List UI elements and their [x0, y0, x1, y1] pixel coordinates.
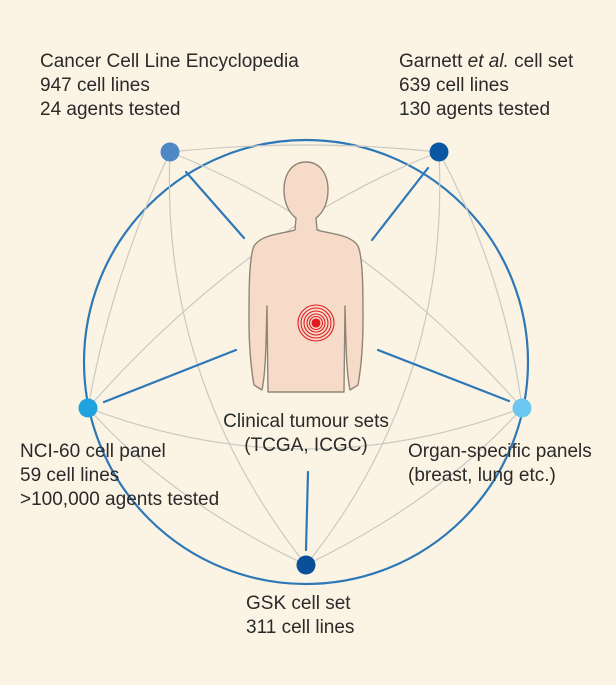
node-organ — [512, 398, 532, 418]
connection-garnett-organ — [438, 151, 523, 409]
gsk-name: GSK cell set — [246, 593, 351, 614]
node-gsk — [296, 555, 316, 575]
spokes — [102, 166, 511, 552]
connection-ccle-gsk — [168, 151, 307, 566]
garnett-cell-lines: 639 cell lines — [399, 75, 509, 96]
spoke-organ — [376, 348, 511, 403]
nci60-agents: >100,000 agents tested — [20, 489, 220, 510]
label-clinical: Clinical tumour sets (TCGA, ICGC) — [206, 410, 406, 458]
ccle-cell-lines: 947 cell lines — [40, 75, 150, 96]
node-garnett — [429, 142, 449, 162]
tumour-icon — [297, 304, 335, 342]
connection-garnett-gsk — [305, 151, 441, 566]
nci60-name: NCI-60 cell panel — [20, 441, 166, 462]
clinical-title: Clinical tumour sets — [223, 411, 389, 432]
connection-organ-gsk — [305, 407, 523, 566]
label-nci60: NCI-60 cell panel 59 cell lines >100,000… — [20, 440, 219, 512]
outer-ring — [82, 138, 530, 586]
spoke-garnett — [370, 166, 430, 242]
node-ccle — [160, 142, 180, 162]
organ-examples: (breast, lung etc.) — [408, 465, 556, 486]
connection-nci60-gsk — [87, 407, 307, 566]
ccle-agents: 24 agents tested — [40, 99, 181, 120]
organ-name: Organ-specific panels — [408, 441, 592, 462]
connection-ccle-nci60 — [87, 151, 171, 409]
nci60-cell-lines: 59 cell lines — [20, 465, 120, 486]
gsk-cell-lines: 311 cell lines — [246, 617, 355, 638]
garnett-name: Garnett et al. cell set — [399, 51, 574, 72]
node-connections — [87, 144, 523, 566]
human-body-with-tumour-icon — [248, 161, 364, 393]
garnett-agents: 130 agents tested — [399, 99, 551, 120]
clinical-subtitle: (TCGA, ICGC) — [244, 435, 368, 456]
label-organ: Organ-specific panels (breast, lung etc.… — [408, 440, 592, 488]
connection-ccle-garnett — [169, 144, 440, 153]
spoke-gsk — [304, 470, 310, 552]
ccle-name: Cancer Cell Line Encyclopedia — [40, 51, 299, 72]
label-garnett: Garnett et al. cell set 639 cell lines 1… — [399, 50, 573, 122]
connection-nci60-organ — [87, 407, 523, 450]
label-ccle: Cancer Cell Line Encyclopedia 947 cell l… — [40, 50, 299, 122]
human-body-silhouette — [248, 161, 364, 393]
spoke-ccle — [184, 170, 246, 240]
node-nci60 — [78, 398, 98, 418]
spoke-nci60 — [102, 348, 238, 404]
label-gsk: GSK cell set 311 cell lines — [246, 592, 354, 640]
